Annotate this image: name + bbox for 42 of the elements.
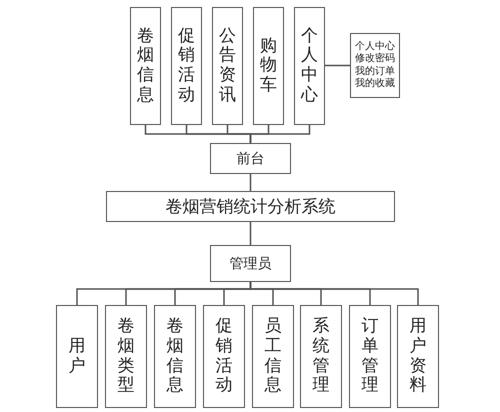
connector-line	[250, 125, 310, 143]
module-label: 我的收藏	[355, 78, 395, 90]
module-label: 系统管理	[312, 317, 330, 396]
module-label: 用户资料	[410, 317, 426, 396]
module-label: 卷烟营销统计分析系统	[166, 196, 336, 218]
module-box	[252, 305, 294, 408]
module-box	[294, 7, 325, 125]
module-box	[397, 305, 439, 408]
module-box	[105, 305, 147, 408]
module-box	[212, 7, 243, 125]
module-label: 促销活动	[216, 317, 232, 396]
module-label: 员工信息	[264, 317, 282, 396]
connector-line	[250, 174, 252, 191]
module-label: 卷烟信息	[137, 26, 154, 106]
module-label: 卷烟类型	[118, 317, 134, 396]
module-label: 前台	[236, 150, 264, 168]
connector-line	[250, 222, 252, 245]
module-box	[154, 305, 196, 408]
module-label: 促销活动	[178, 26, 195, 106]
module-box	[130, 7, 161, 125]
module-label: 卷烟信息	[166, 317, 184, 396]
module-label: 订单管理	[362, 317, 378, 396]
module-box	[210, 245, 291, 282]
module-box	[210, 143, 291, 174]
module-label: 修改密码	[355, 53, 395, 66]
module-box	[253, 7, 284, 125]
module-box	[171, 7, 202, 125]
module-label: 个人中心	[301, 26, 318, 106]
module-label: 公告资讯	[219, 26, 236, 106]
module-label: 管理员	[230, 254, 272, 272]
module-box	[106, 191, 395, 222]
module-label: 用户	[68, 336, 86, 376]
list-box	[350, 33, 400, 98]
module-box	[300, 305, 342, 408]
module-label: 购物车	[260, 36, 277, 96]
module-box	[349, 305, 391, 408]
module-box	[203, 305, 245, 408]
module-label: 我的订单	[355, 66, 395, 78]
module-box	[56, 305, 98, 408]
connector-line	[325, 64, 350, 66]
connector-line	[250, 282, 419, 305]
module-label: 个人中心	[355, 40, 395, 52]
